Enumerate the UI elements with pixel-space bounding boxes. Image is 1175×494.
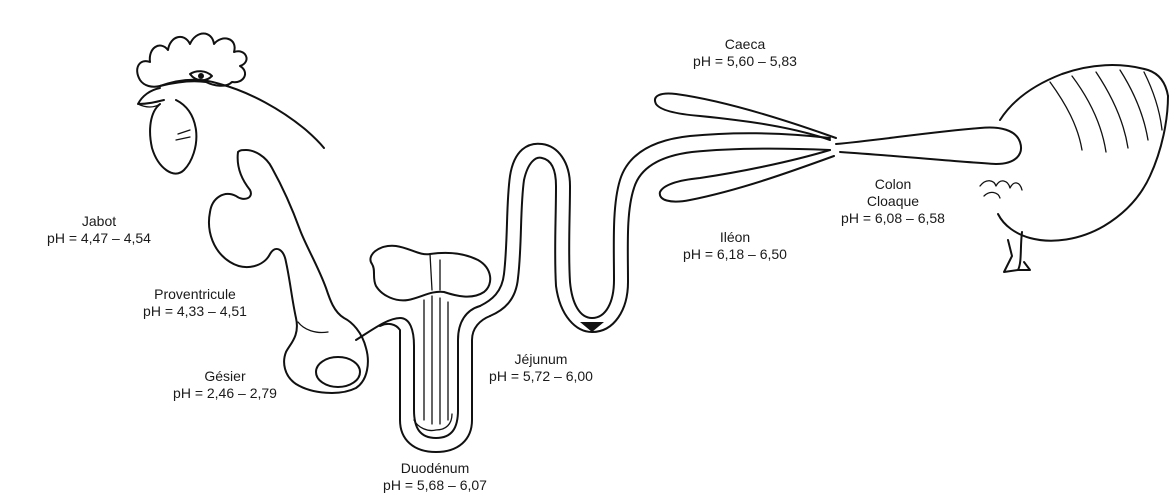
gesier-ph: pH = 2,46 – 2,79 <box>130 385 320 402</box>
gesier-name: Gésier <box>130 368 320 385</box>
cloaque-name: Cloaque <box>808 193 978 210</box>
rooster-tail-drawing <box>980 65 1168 272</box>
jejunum-ph: pH = 5,72 – 6,00 <box>456 368 626 385</box>
duodenum-name: Duodénum <box>350 460 520 477</box>
caeca-label: Caeca pH = 5,60 – 5,83 <box>660 36 830 70</box>
duodenum-label: Duodénum pH = 5,68 – 6,07 <box>350 460 520 494</box>
jabot-ph: pH = 4,47 – 4,54 <box>4 230 194 247</box>
jejunum-name: Jéjunum <box>456 351 626 368</box>
ileon-label: Iléon pH = 6,18 – 6,50 <box>650 229 820 263</box>
ileon-name: Iléon <box>650 229 820 246</box>
duodenum-drawing <box>356 246 490 452</box>
caeca-ph: pH = 5,60 – 5,83 <box>660 53 830 70</box>
proventricule-ph: pH = 4,33 – 4,51 <box>100 303 290 320</box>
jejunum-label: Jéjunum pH = 5,72 – 6,00 <box>456 351 626 385</box>
proventricule-label: Proventricule pH = 4,33 – 4,51 <box>100 286 290 320</box>
colon-name: Colon <box>808 176 978 193</box>
gesier-label: Gésier pH = 2,46 – 2,79 <box>130 368 320 402</box>
caeca-name: Caeca <box>660 36 830 53</box>
colon-ph: pH = 6,08 – 6,58 <box>808 210 978 227</box>
duodenum-ph: pH = 5,68 – 6,07 <box>350 477 520 494</box>
rooster-head-drawing <box>137 34 324 174</box>
jabot-name: Jabot <box>4 213 194 230</box>
ileon-ph: pH = 6,18 – 6,50 <box>650 246 820 263</box>
colon-label: Colon Cloaque pH = 6,08 – 6,58 <box>808 176 978 227</box>
crop-and-gizzard-drawing <box>209 150 368 393</box>
proventricule-name: Proventricule <box>100 286 290 303</box>
jabot-label: Jabot pH = 4,47 – 4,54 <box>4 213 194 247</box>
